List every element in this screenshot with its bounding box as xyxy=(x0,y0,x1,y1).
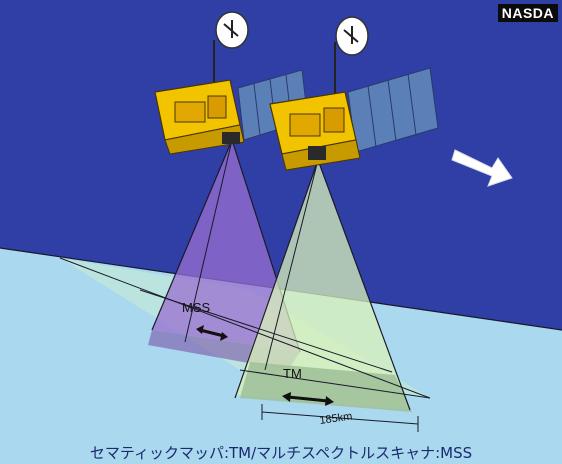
nasda-logo: NASDA xyxy=(498,4,558,22)
antenna-dish-icon xyxy=(216,12,248,48)
tm-label: TM xyxy=(283,366,302,381)
diagram-caption: セマティックマッパ:TM/マルチスペクトルスキャナ:MSS xyxy=(0,442,562,464)
mss-label: MSS xyxy=(182,300,211,315)
antenna-dish-icon xyxy=(336,17,368,55)
